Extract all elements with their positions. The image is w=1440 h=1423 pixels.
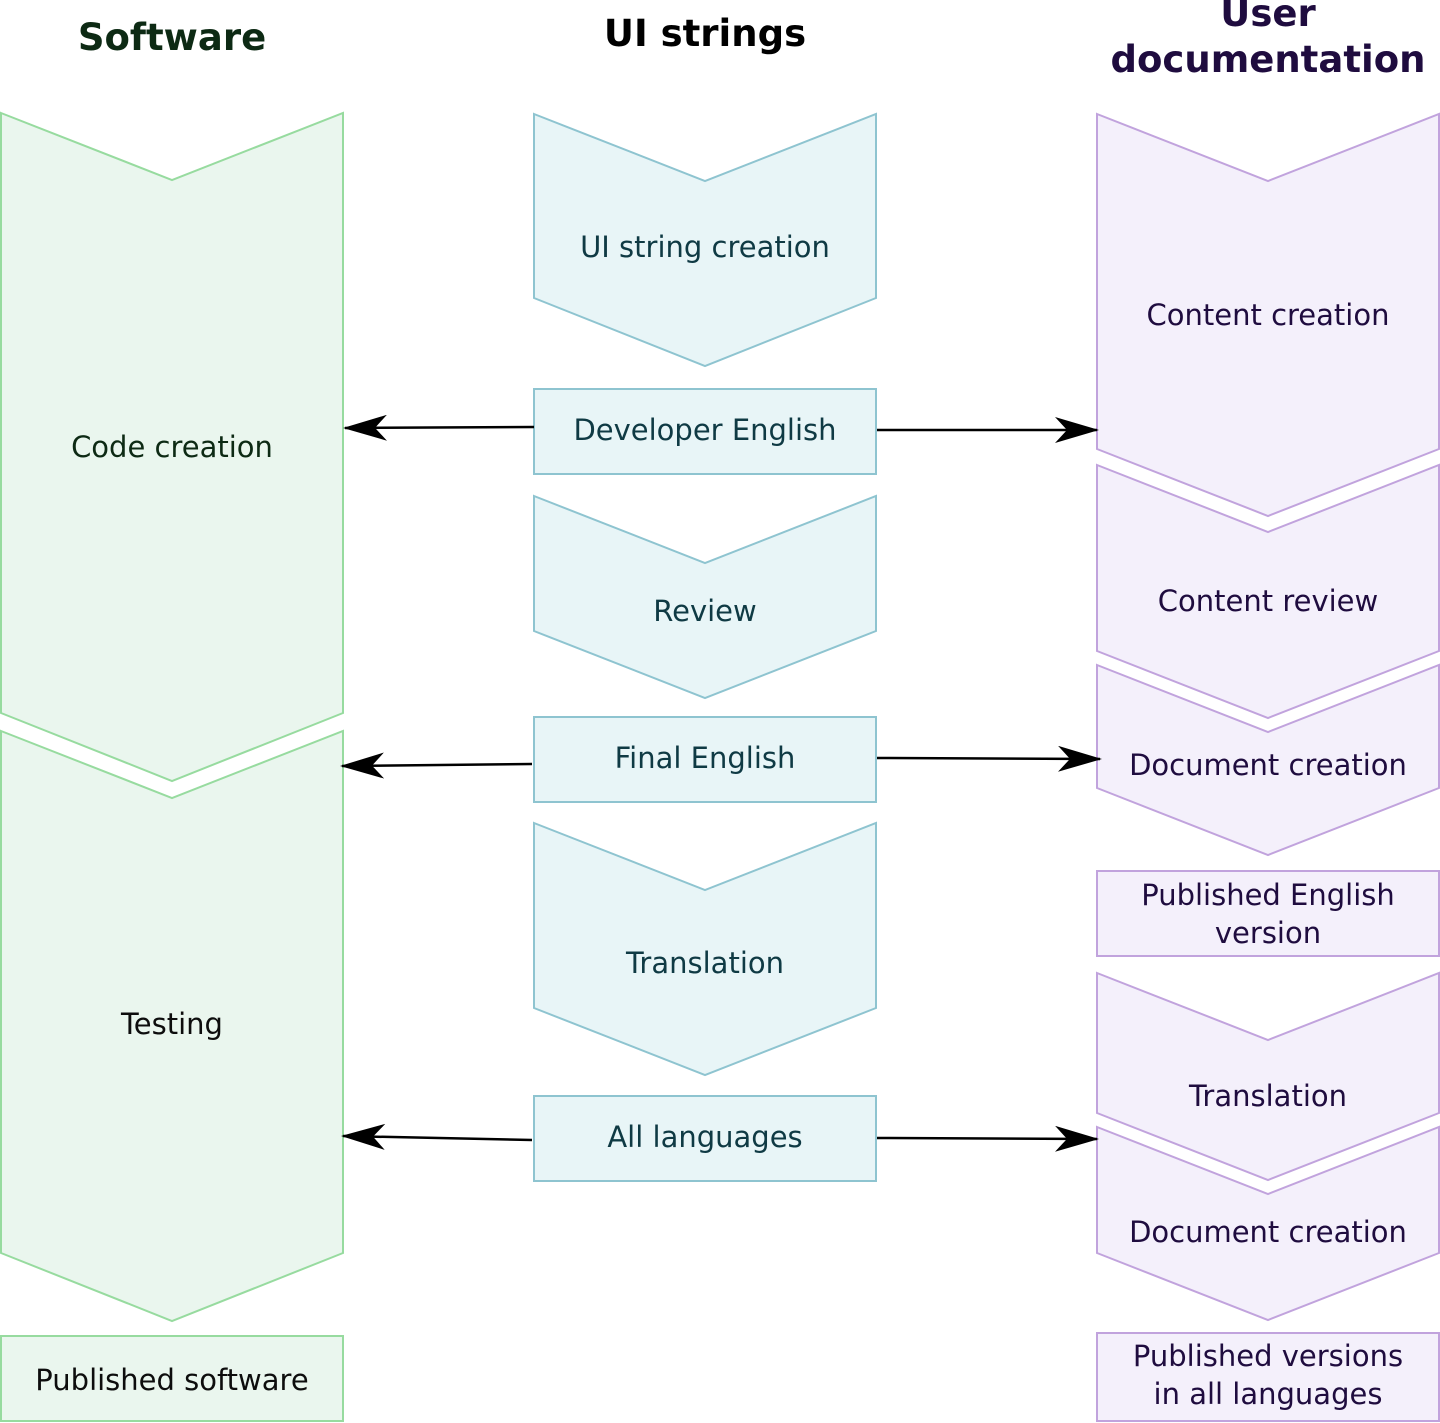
all-languages-label: All languages (607, 1120, 802, 1154)
ui-strings-column: UI string creation Developer English Rev… (533, 112, 877, 1182)
arrow-developer-english-to-code (343, 414, 535, 441)
review-label: Review (653, 594, 756, 628)
published-software-label: Published software (35, 1363, 308, 1397)
docs-translation-label: Translation (1188, 1079, 1347, 1113)
arrow-all-languages-to-document (876, 1125, 1099, 1152)
published-all-languages-label-line2: in all languages (1154, 1377, 1383, 1411)
testing-label: Testing (120, 1007, 223, 1041)
developer-english-box (533, 388, 877, 475)
published-all-languages-label-line1: Published versions (1133, 1339, 1403, 1373)
user-docs-column: Content creation Content review Document… (1096, 112, 1440, 1422)
final-english-label: Final English (615, 741, 796, 775)
code-creation-chevron (0, 111, 344, 783)
user-docs-column-title-line1: User (1220, 0, 1316, 35)
published-software-box (0, 1335, 344, 1422)
all-languages-box (533, 1095, 877, 1182)
developer-english-label: Developer English (573, 413, 836, 447)
ui-translation-label: Translation (625, 946, 784, 980)
arrow-all-languages-to-testing (341, 1123, 533, 1150)
ui-string-creation-chevron (533, 112, 877, 368)
content-review-label: Content review (1158, 584, 1378, 618)
testing-chevron (0, 729, 344, 1323)
document-creation-chevron-1 (1096, 663, 1440, 857)
user-docs-column-title-line2: documentation (1111, 38, 1426, 81)
docs-translation-chevron (1096, 971, 1440, 1182)
published-english-label-line2: version (1215, 916, 1321, 950)
document-creation-chevron-2 (1096, 1125, 1440, 1322)
published-english-label-line1: Published English (1141, 878, 1395, 912)
ui-strings-column-title: UI strings (604, 12, 806, 55)
final-english-box (533, 716, 877, 803)
document-creation-label-1: Document creation (1129, 748, 1407, 782)
review-chevron (533, 494, 877, 700)
content-review-chevron (1096, 463, 1440, 720)
connector-arrows (340, 414, 1102, 1152)
document-creation-label-2: Document creation (1129, 1215, 1407, 1249)
published-all-languages-box (1096, 1332, 1440, 1422)
content-creation-chevron (1096, 112, 1440, 518)
published-english-box (1096, 870, 1440, 957)
software-column: Code creation Testing Published software (0, 111, 344, 1422)
software-column-title: Software (78, 16, 266, 59)
content-creation-label: Content creation (1147, 298, 1390, 332)
arrow-final-english-to-testing (340, 752, 533, 779)
ui-string-creation-label: UI string creation (580, 230, 830, 264)
code-creation-label: Code creation (71, 430, 273, 464)
arrow-final-english-to-document (876, 745, 1102, 772)
ui-translation-chevron (533, 821, 877, 1077)
